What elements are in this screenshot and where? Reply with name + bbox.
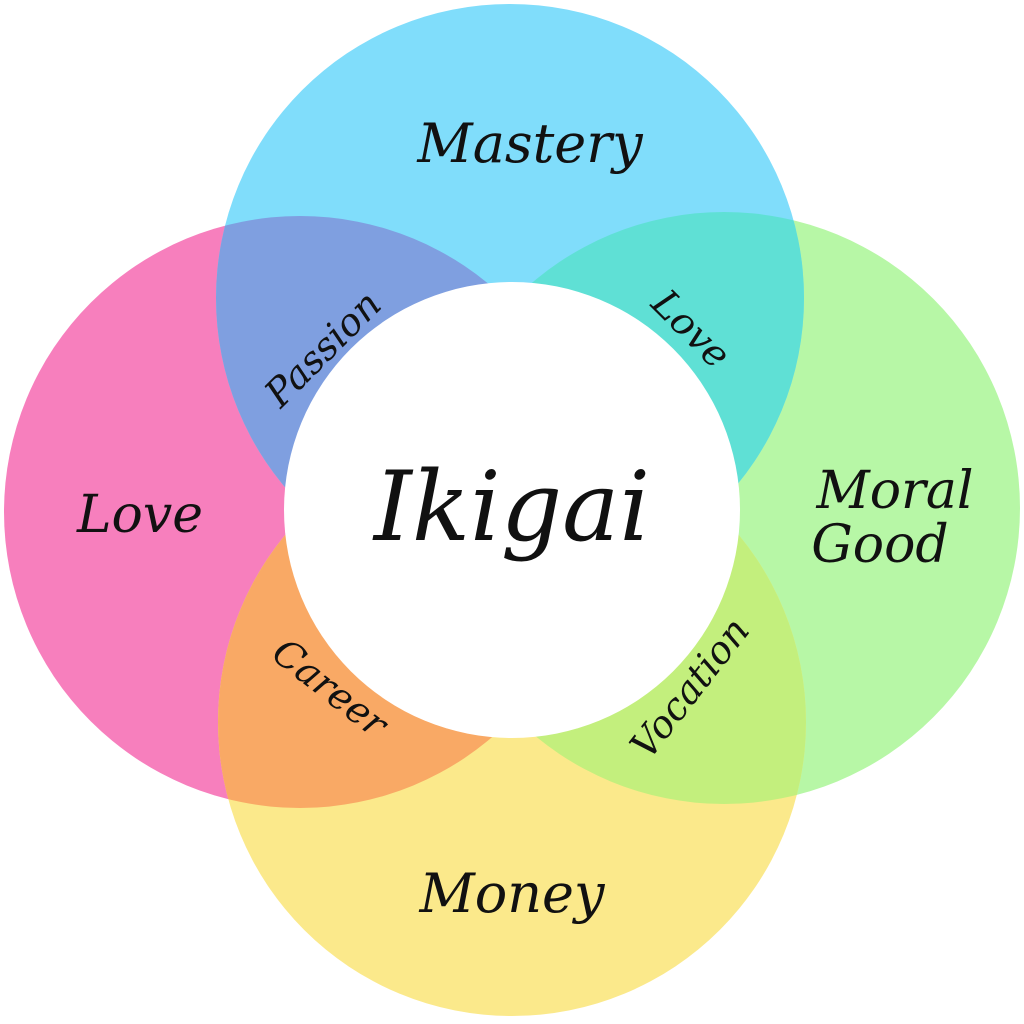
mastery-label: Mastery [416,112,644,175]
love-label: Love [76,485,203,545]
ikigai-center-circle [284,282,740,738]
good-label: Good [811,515,948,575]
moral-label: Moral [815,461,973,521]
money-label: Money [418,862,606,925]
ikigai-title: Ikigai [372,451,650,563]
